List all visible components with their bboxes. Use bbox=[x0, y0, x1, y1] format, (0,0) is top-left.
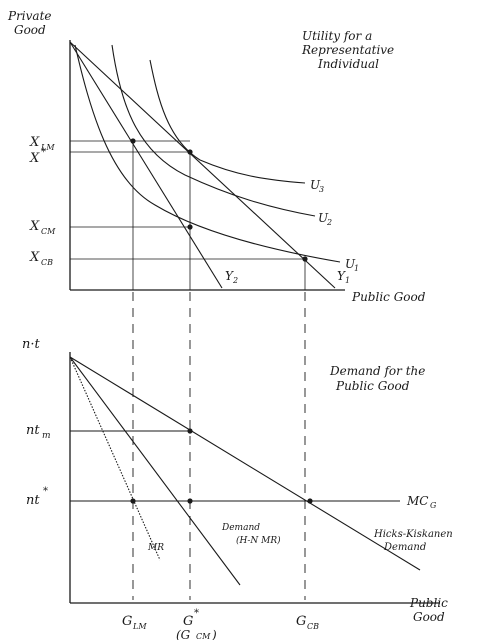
svg-text:LM: LM bbox=[132, 622, 147, 631]
label-g-cb: G CB bbox=[296, 614, 319, 631]
point-cm bbox=[187, 224, 193, 230]
svg-text:G: G bbox=[296, 614, 306, 629]
svg-text:): ) bbox=[211, 628, 217, 640]
svg-text:U: U bbox=[310, 178, 321, 192]
top-y-axis-label-line2: Good bbox=[14, 23, 46, 37]
point-nt-star-lm bbox=[130, 498, 136, 504]
label-u1: U 1 bbox=[345, 257, 359, 273]
budget-line-y2 bbox=[69, 41, 223, 289]
label-u3: U 3 bbox=[310, 178, 324, 194]
svg-text:3: 3 bbox=[319, 185, 324, 194]
label-g-star: G * bbox=[183, 608, 199, 629]
svg-text:U: U bbox=[318, 211, 329, 225]
connectors bbox=[132, 292, 306, 600]
bottom-x-axis-label-line1: Public bbox=[409, 596, 448, 610]
label-x-cb: X CB bbox=[29, 250, 53, 267]
svg-text:LM: LM bbox=[40, 143, 55, 152]
label-hicks-line2: Demand bbox=[383, 542, 426, 553]
top-title-line2: Representative bbox=[301, 43, 394, 57]
bottom-title-line1: Demand for the bbox=[329, 364, 425, 378]
indifference-curve-u2 bbox=[111, 44, 316, 217]
hicks-kaldor-demand-line bbox=[69, 356, 421, 571]
top-title-line1: Utility for a bbox=[302, 29, 372, 43]
label-y1: Y 1 bbox=[337, 269, 350, 285]
label-g-cm: (G CM ) bbox=[176, 628, 217, 640]
svg-text:CB: CB bbox=[307, 622, 319, 631]
label-nt-m: nt m bbox=[26, 423, 51, 441]
svg-text:G: G bbox=[430, 501, 437, 510]
svg-text:nt: nt bbox=[26, 493, 40, 508]
label-g-lm: G LM bbox=[122, 614, 147, 631]
svg-text:(G: (G bbox=[176, 628, 191, 640]
svg-text:CB: CB bbox=[41, 258, 53, 267]
label-u2: U 2 bbox=[318, 211, 332, 227]
mr-line bbox=[69, 356, 161, 561]
point-nt-star bbox=[187, 498, 193, 504]
svg-text:2: 2 bbox=[232, 276, 238, 285]
point-nt-m bbox=[187, 428, 193, 434]
label-x-cm: X CM bbox=[29, 219, 56, 236]
budget-line-y1 bbox=[69, 41, 336, 289]
svg-text:Y: Y bbox=[225, 269, 234, 283]
svg-text:X: X bbox=[29, 250, 40, 265]
label-nt-star: nt * bbox=[26, 486, 48, 508]
top-title-line3: Individual bbox=[317, 57, 379, 71]
svg-text:X: X bbox=[29, 151, 40, 166]
point-lm bbox=[130, 138, 136, 144]
svg-text:U: U bbox=[345, 257, 356, 271]
svg-text:*: * bbox=[194, 608, 199, 619]
label-demand-line2: (H-N MR) bbox=[236, 535, 281, 546]
svg-text:CM: CM bbox=[196, 632, 211, 640]
label-mr: MR bbox=[147, 543, 164, 553]
bottom-y-axis-label: n·t bbox=[22, 337, 41, 352]
bottom-title-line2: Public Good bbox=[335, 379, 410, 393]
label-mc: MC G bbox=[406, 494, 437, 510]
point-nt-cb bbox=[307, 498, 313, 504]
indifference-curve-u3 bbox=[149, 59, 306, 184]
indifference-curve-u1 bbox=[74, 44, 341, 263]
svg-text:nt: nt bbox=[26, 423, 40, 438]
svg-text:X: X bbox=[29, 219, 40, 234]
label-y2: Y 2 bbox=[225, 269, 238, 285]
svg-text:*: * bbox=[41, 147, 46, 158]
point-cb bbox=[302, 256, 308, 262]
label-hicks-line1: Hicks-Kiskanen bbox=[373, 529, 453, 540]
svg-text:1: 1 bbox=[354, 264, 359, 273]
label-demand-line1: Demand bbox=[221, 523, 260, 533]
bottom-panel: n·t Demand for the Public Good nt m nt *… bbox=[22, 337, 453, 640]
svg-text:1: 1 bbox=[345, 276, 350, 285]
svg-text:*: * bbox=[43, 486, 48, 497]
svg-text:MC: MC bbox=[406, 494, 428, 508]
top-y-axis-label-line1: Private bbox=[7, 9, 52, 23]
svg-text:X: X bbox=[29, 135, 40, 150]
label-x-lm: X LM bbox=[29, 135, 55, 152]
svg-text:Y: Y bbox=[337, 269, 346, 283]
point-star bbox=[187, 149, 193, 155]
svg-text:m: m bbox=[42, 431, 51, 441]
svg-text:G: G bbox=[183, 614, 193, 629]
demand-hn-mr-line bbox=[69, 356, 241, 586]
top-panel: Private Good Utility for a Representativ… bbox=[7, 9, 426, 304]
svg-text:2: 2 bbox=[326, 218, 332, 227]
label-x-star: X * bbox=[29, 147, 46, 166]
svg-text:CM: CM bbox=[41, 227, 56, 236]
top-x-axis-label: Public Good bbox=[351, 290, 426, 304]
svg-text:G: G bbox=[122, 614, 132, 629]
bottom-x-axis-label-line2: Good bbox=[413, 610, 445, 624]
